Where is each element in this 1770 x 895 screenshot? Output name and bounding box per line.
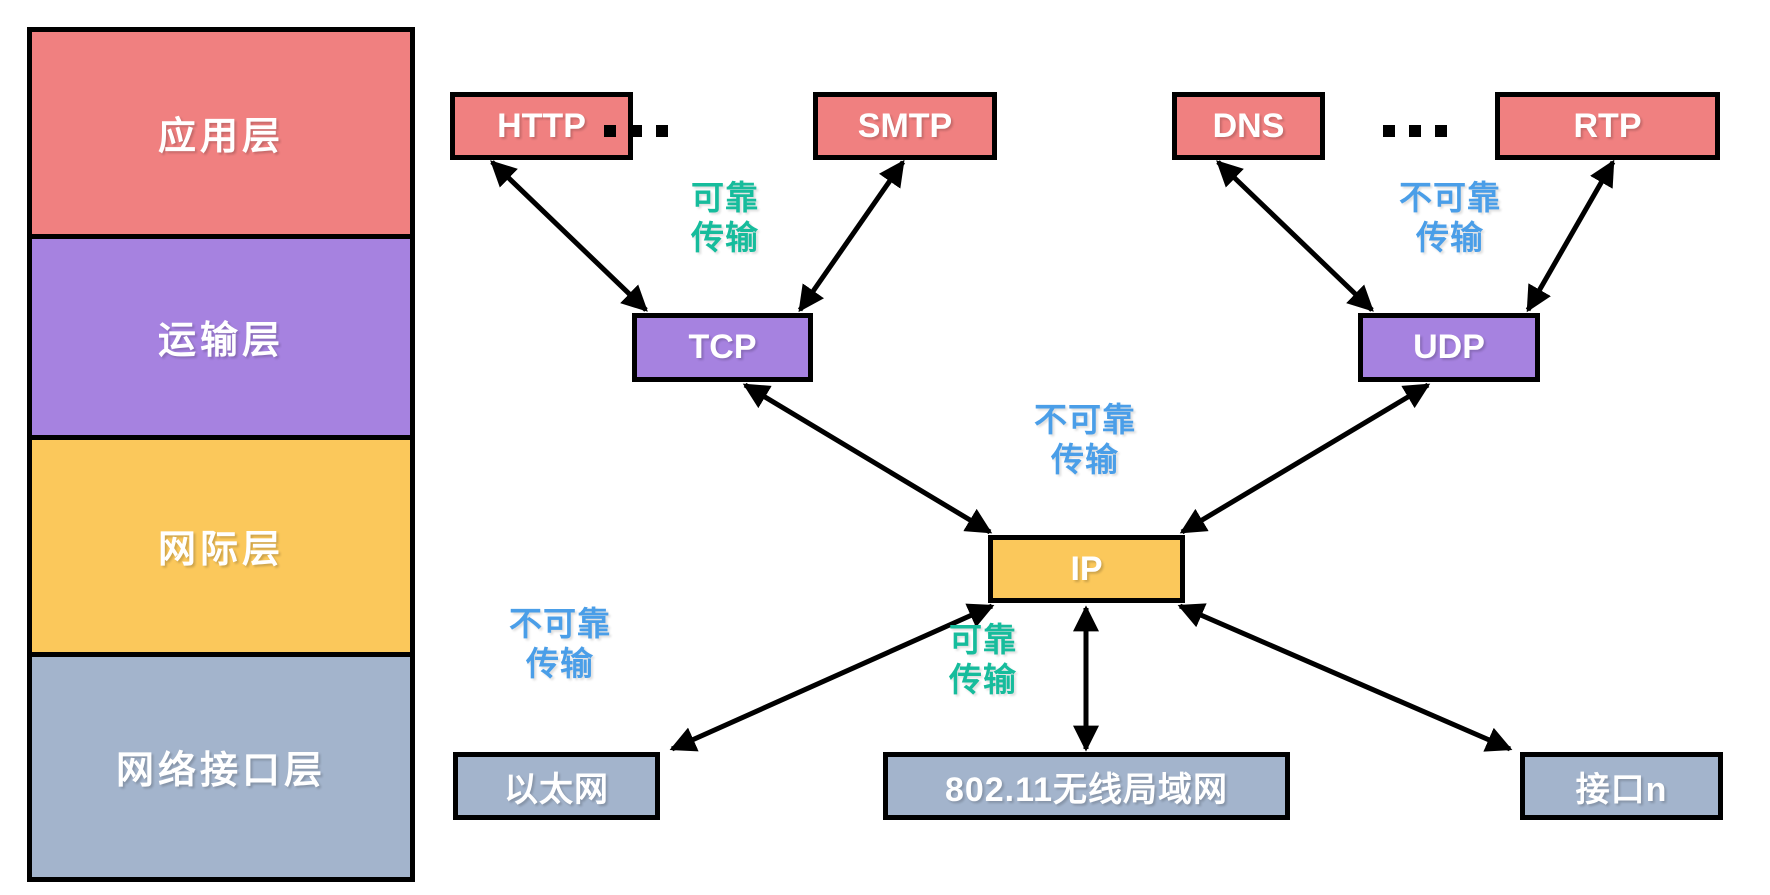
- layer-label-transport: 运输层: [157, 320, 284, 363]
- interface-label-interface-n: 接口n: [1575, 770, 1668, 809]
- protocol-label-udp: UDP: [1413, 328, 1485, 366]
- ellipsis-dot: [1409, 125, 1421, 137]
- arrow-ip-interface-n: [1177, 603, 1513, 752]
- protocol-box-tcp[interactable]: TCP: [632, 313, 813, 382]
- arrow-udp-ip: [1179, 382, 1431, 535]
- layer-cell-network-interface[interactable]: 网络接口层: [32, 656, 410, 877]
- ellipsis-dot: [656, 125, 668, 137]
- edge-label-udp-unreliable: 不可靠 传输: [1399, 179, 1501, 257]
- protocol-label-rtp: RTP: [1573, 106, 1642, 145]
- layer-cell-internet[interactable]: 网际层: [32, 440, 410, 657]
- protocol-label-ip: IP: [1070, 549, 1103, 588]
- interface-box-ethernet[interactable]: 以太网: [453, 752, 660, 820]
- arrow-http-tcp: [490, 160, 648, 312]
- edge-label-tcp-reliable: 可靠 传输: [691, 179, 759, 257]
- protocol-label-tcp: TCP: [688, 328, 757, 366]
- ellipsis-dot: [604, 125, 616, 137]
- arrow-tcp-ip: [742, 382, 993, 535]
- interface-label-wlan-802-11: 802.11无线局域网: [944, 770, 1229, 809]
- ellipsis-dot: [630, 125, 642, 137]
- layer-label-network-interface: 网络接口层: [115, 750, 326, 793]
- layer-cell-application[interactable]: 应用层: [32, 32, 410, 239]
- ellipsis-left: [604, 125, 668, 137]
- layer-label-internet: 网际层: [157, 529, 284, 572]
- layer-cell-transport[interactable]: 运输层: [32, 238, 410, 441]
- protocol-box-udp[interactable]: UDP: [1358, 313, 1540, 382]
- protocol-label-smtp: SMTP: [857, 106, 953, 145]
- protocol-box-ip[interactable]: IP: [988, 535, 1185, 603]
- edge-label-ethernet-unreliable: 不可靠 传输: [509, 605, 611, 683]
- protocol-box-rtp[interactable]: RTP: [1495, 92, 1720, 160]
- protocol-box-dns[interactable]: DNS: [1172, 92, 1325, 160]
- edge-label-wlan-reliable: 可靠 传输: [949, 621, 1017, 699]
- protocol-label-dns: DNS: [1212, 106, 1285, 145]
- ellipsis-dot: [1435, 125, 1447, 137]
- interface-box-interface-n[interactable]: 接口n: [1520, 752, 1723, 820]
- edge-label-ip-unreliable: 不可靠 传输: [1034, 401, 1136, 479]
- protocol-box-smtp[interactable]: SMTP: [813, 92, 997, 160]
- ellipsis-right: [1383, 125, 1447, 137]
- ellipsis-dot: [1383, 125, 1395, 137]
- layer-label-application: 应用层: [157, 116, 284, 159]
- arrow-dns-udp: [1216, 160, 1374, 312]
- protocol-layer-stack: 应用层 运输层 网际层 网络接口层: [27, 27, 415, 882]
- arrow-smtp-tcp: [797, 159, 906, 313]
- protocol-label-http: HTTP: [497, 106, 586, 145]
- interface-label-ethernet: 以太网: [504, 770, 609, 809]
- interface-box-wlan-802-11[interactable]: 802.11无线局域网: [883, 752, 1290, 820]
